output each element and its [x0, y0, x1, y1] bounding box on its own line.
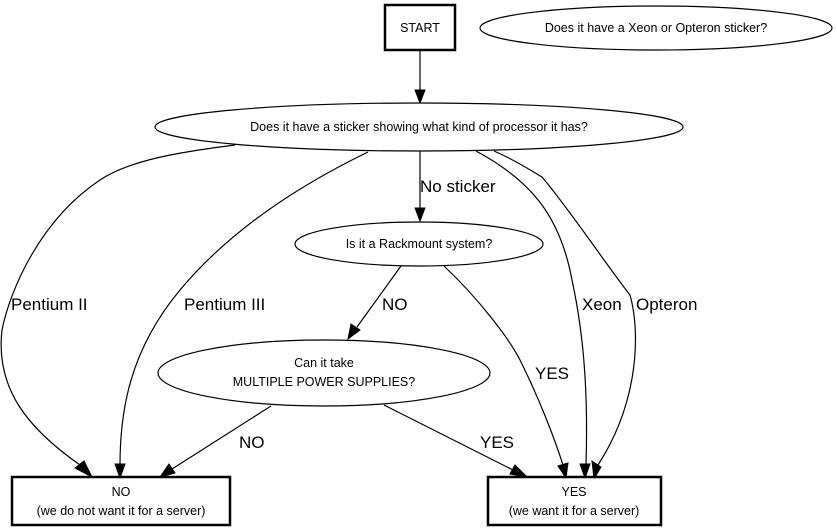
arrowhead	[114, 463, 126, 480]
arrowhead	[74, 460, 94, 479]
edge-label-no-sticker: No sticker	[420, 177, 496, 196]
edge-label-pentium-ii: Pentium II	[11, 295, 88, 314]
power-supplies-question-line2: MULTIPLE POWER SUPPLIES?	[233, 375, 416, 389]
legend-note-label: Does it have a Xeon or Opteron sticker?	[545, 21, 767, 35]
no-result-line2: (we do not want it for a server)	[37, 504, 206, 518]
sticker-question-node[interactable]: Does it have a sticker showing what kind…	[154, 102, 684, 152]
edge-label-power-no: NO	[239, 433, 265, 452]
arrowhead	[347, 323, 361, 341]
legend-note-node: Does it have a Xeon or Opteron sticker?	[479, 5, 833, 51]
edge-label-pentium-iii: Pentium III	[184, 295, 265, 314]
edge-opteron	[493, 150, 637, 466]
power-supplies-question-line1: Can it take	[294, 356, 354, 370]
edge-rackmount-yes	[443, 265, 564, 466]
power-supplies-question-node[interactable]: Can it take MULTIPLE POWER SUPPLIES?	[157, 339, 491, 407]
no-result-node[interactable]: NO (we do not want it for a server)	[10, 475, 232, 527]
start-node[interactable]: START	[383, 3, 457, 52]
arrowhead	[158, 463, 176, 478]
edge-label-opteron: Opteron	[636, 295, 697, 314]
rackmount-question-label: Is it a Rackmount system?	[346, 237, 493, 251]
rackmount-question-node[interactable]: Is it a Rackmount system?	[294, 221, 544, 267]
arrowhead	[414, 207, 426, 223]
arrowhead	[591, 459, 602, 481]
edge-pentium-ii	[0, 144, 236, 466]
no-result-line1: NO	[112, 485, 131, 499]
edge-label-rackmount-yes: YES	[535, 364, 569, 383]
arrowhead	[414, 89, 426, 105]
yes-result-line2: (we want it for a server)	[509, 504, 640, 518]
yes-result-line1: YES	[561, 485, 586, 499]
arrowhead	[557, 462, 569, 480]
edge-label-rackmount-no: NO	[382, 295, 408, 314]
sticker-question-label: Does it have a sticker showing what kind…	[250, 120, 588, 134]
edge-power-no	[171, 405, 272, 470]
edge-pentium-iii	[119, 151, 369, 466]
edge-power-yes	[383, 404, 514, 471]
edge-label-xeon: Xeon	[582, 295, 622, 314]
arrowhead	[579, 463, 591, 480]
start-label: START	[400, 21, 440, 35]
edge-rackmount-no	[356, 265, 402, 328]
edge-label-power-yes: YES	[480, 433, 514, 452]
arrowhead	[509, 464, 529, 478]
edge-xeon	[475, 150, 588, 466]
yes-result-node[interactable]: YES (we want it for a server)	[486, 475, 663, 527]
